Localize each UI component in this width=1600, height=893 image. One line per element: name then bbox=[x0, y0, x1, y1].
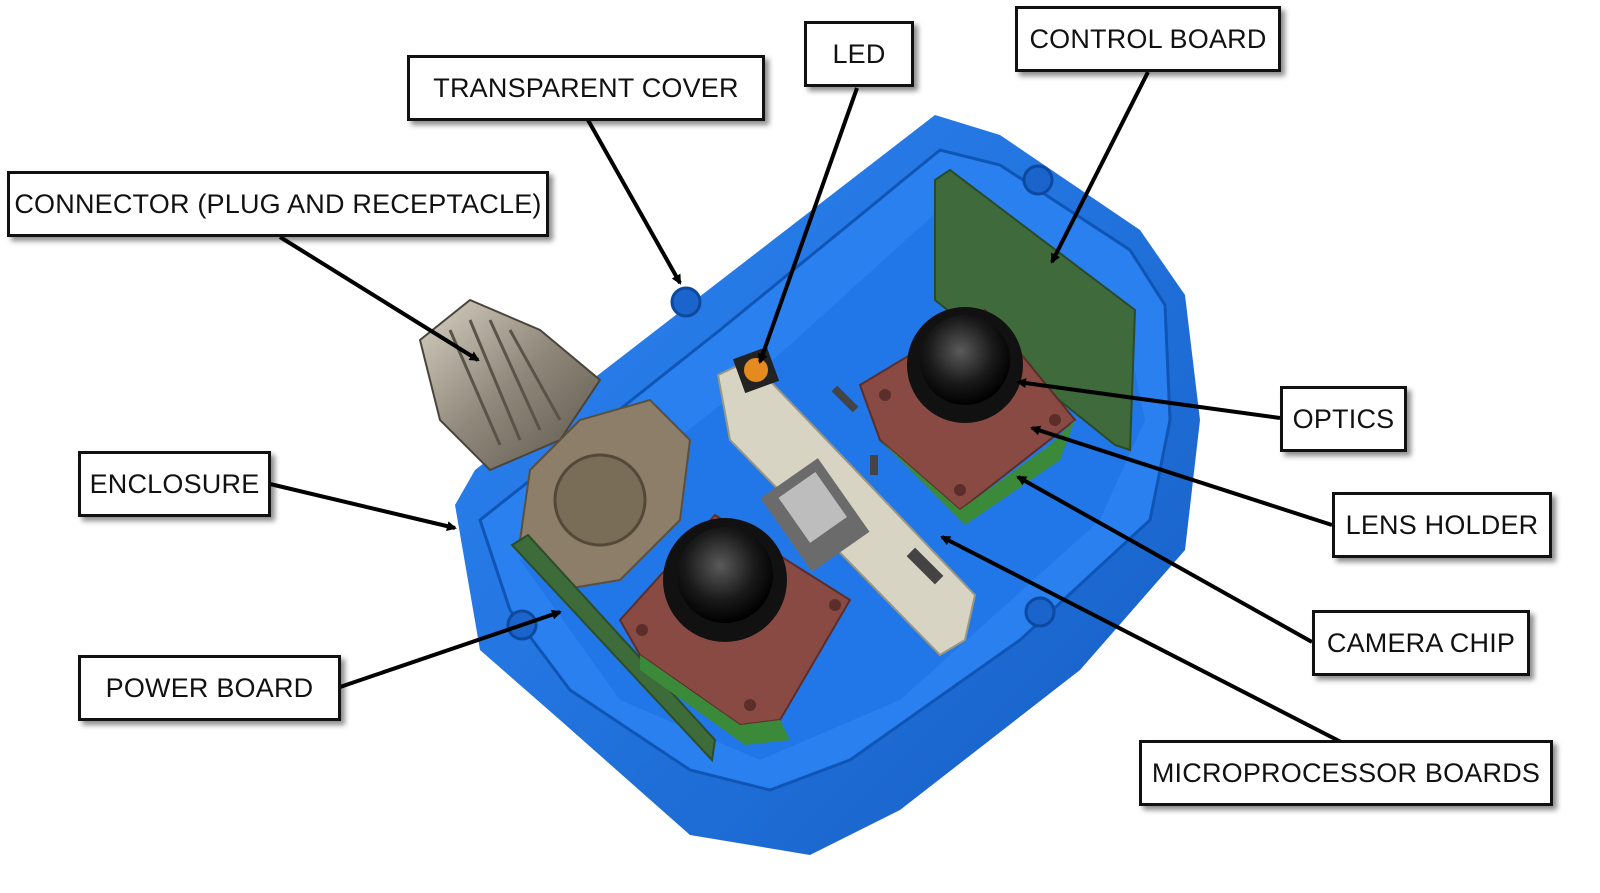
leader-camera-chip bbox=[1016, 475, 1313, 644]
mount-hole bbox=[670, 286, 702, 318]
leader-microprocessor-boards bbox=[940, 535, 1344, 745]
leader-connector bbox=[278, 235, 480, 362]
label-camera-chip: CAMERA CHIP bbox=[1312, 610, 1530, 676]
label-lens-holder: LENS HOLDER bbox=[1332, 492, 1552, 558]
label-enclosure: ENCLOSURE bbox=[78, 451, 271, 517]
label-microprocessor-boards: MICROPROCESSOR BOARDS bbox=[1139, 740, 1553, 806]
leader-led bbox=[757, 87, 859, 364]
leader-transparent-cover bbox=[586, 119, 682, 285]
leader-optics bbox=[1016, 378, 1281, 420]
lower-camera-module bbox=[618, 513, 852, 745]
label-led: LED bbox=[804, 21, 914, 87]
label-control-board: CONTROL BOARD bbox=[1015, 6, 1281, 72]
led-part bbox=[732, 346, 780, 394]
control-board-part bbox=[934, 168, 1137, 452]
label-power-board: POWER BOARD bbox=[78, 655, 341, 721]
label-transparent-cover: TRANSPARENT COVER bbox=[407, 55, 765, 121]
upper-camera-module bbox=[858, 307, 1077, 525]
leader-lens-holder bbox=[1030, 425, 1333, 527]
connector-part bbox=[418, 298, 692, 592]
leader-control-board bbox=[1050, 71, 1150, 264]
label-optics: OPTICS bbox=[1280, 386, 1407, 452]
microprocessor-board-part bbox=[716, 358, 977, 657]
label-connector: CONNECTOR (PLUG AND RECEPTACLE) bbox=[7, 171, 549, 237]
leader-power-board bbox=[339, 609, 562, 689]
power-board-part bbox=[510, 533, 717, 763]
leader-enclosure bbox=[269, 482, 457, 532]
